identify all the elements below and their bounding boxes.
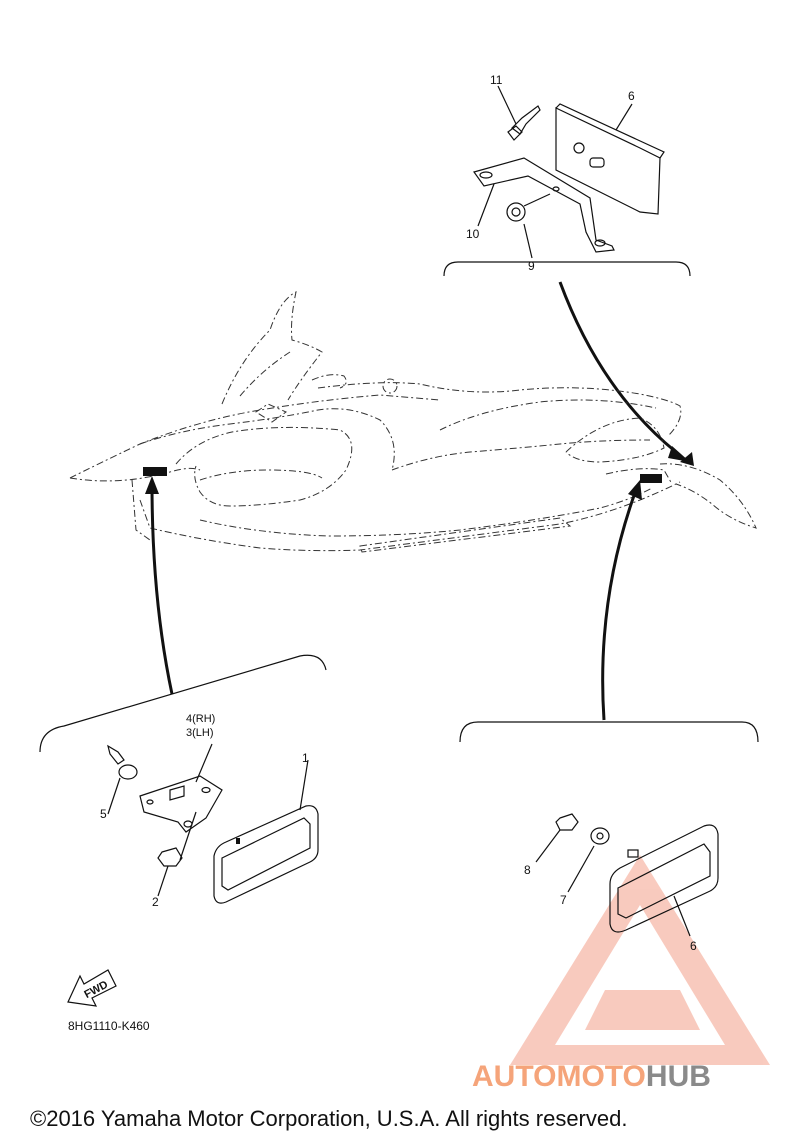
watermark-logo-icon — [510, 855, 770, 1065]
callout-1: 1 — [302, 751, 309, 765]
rear-mount-mark — [640, 474, 662, 483]
callout-7: 7 — [560, 893, 567, 907]
callout-6-top: 6 — [628, 89, 635, 103]
detail-rear-bracket — [443, 85, 691, 277]
callout-8: 8 — [524, 863, 531, 877]
watermark-text: AUTOMOTOHUB — [472, 1060, 711, 1093]
snowmobile-outline — [69, 291, 757, 553]
callout-6-bottom: 6 — [690, 939, 697, 953]
drawing-code: 8HG1110-K460 — [68, 1019, 150, 1033]
callout-5: 5 — [100, 807, 107, 821]
copyright-text: ©2016 Yamaha Motor Corporation, U.S.A. A… — [30, 1106, 627, 1131]
callout-9: 9 — [528, 259, 535, 273]
arrow-to-rear-mount — [601, 489, 638, 721]
callout-2: 2 — [152, 895, 159, 909]
arrow-to-rear-top — [558, 281, 677, 454]
detail-rear-reflector — [459, 721, 759, 937]
fwd-arrow-icon — [67, 969, 117, 1007]
callout-3-lh: 3(LH) — [186, 727, 214, 739]
callout-4-rh: 4(RH) — [186, 713, 215, 725]
detail-front-reflector — [39, 654, 327, 904]
callout-11: 11 — [490, 73, 503, 87]
callout-10: 10 — [466, 227, 480, 241]
arrow-to-front-mount — [150, 483, 174, 695]
front-mount-mark — [143, 467, 167, 476]
